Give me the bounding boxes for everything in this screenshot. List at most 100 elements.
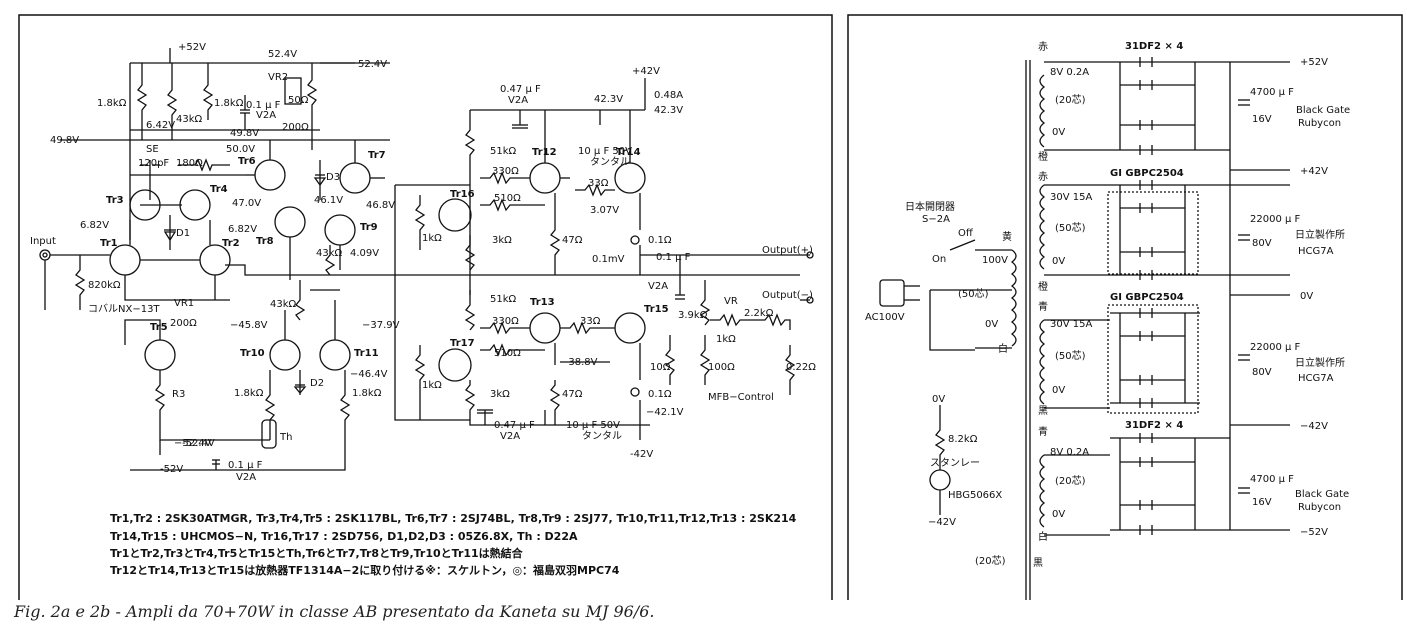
led-bottom: −42V (928, 517, 956, 528)
sec4-core: (20芯) (1055, 474, 1086, 487)
label-r10: 49.8V (50, 135, 79, 146)
tr10-label: Tr10 (240, 348, 265, 359)
out-minus52: −52V (1300, 527, 1328, 538)
primary-core: (50芯) (958, 287, 989, 300)
out-minus42: −42V (1300, 421, 1328, 432)
sec1-core: (20芯) (1055, 93, 1086, 106)
cap2-model: HCG7A (1298, 246, 1334, 257)
rail-plus52: +52V (178, 42, 206, 53)
label-r29: −45.8V (230, 320, 268, 331)
label-r48: 33Ω (588, 178, 609, 189)
label-r73: 0.1Ω (648, 389, 672, 400)
switch-label: 日本開閉器 (905, 200, 955, 213)
output-plus-label: Output(+) (762, 245, 813, 256)
label-r42: 0.48A (654, 90, 683, 101)
led-model: HBG5066X (948, 490, 1002, 501)
primary-100v: 100V (982, 255, 1008, 266)
output-minus-label: Output(−) (762, 290, 813, 301)
label-r32: D2 (310, 378, 324, 389)
bottom-core: (20芯) (975, 554, 1006, 567)
cap1-brand: Black Gate (1296, 105, 1350, 116)
cap4-maker: Rubycon (1298, 502, 1341, 513)
tr11-label: Tr11 (354, 348, 379, 359)
label-r60: VR (724, 296, 738, 307)
rail-52-4b: 52.4V (358, 59, 387, 70)
sec1-0v: 0V (1052, 127, 1065, 138)
label-r27: 200Ω (170, 318, 197, 329)
cap4-value: 4700 μ F (1250, 474, 1294, 485)
sec3-v: 30V 15A (1050, 319, 1092, 330)
label-r36: Th (279, 432, 292, 443)
tr8-label: Tr8 (256, 236, 274, 247)
switch-off: Off (958, 228, 974, 239)
tr14-label: Tr14 (616, 147, 641, 158)
label-r70: 0.22Ω (786, 362, 816, 373)
tr16-label: Tr16 (450, 189, 475, 200)
label-r30: −37.9V (362, 320, 400, 331)
label-r72: 47Ω (562, 389, 583, 400)
label-r16: D3 (326, 172, 340, 183)
cap2-v: 80V (1252, 238, 1272, 249)
power-supply-labels: 日本開閉器 S−2A On Off AC100V 100V 0V (50芯) 黄… (865, 41, 1350, 569)
label-r22: D1 (176, 228, 190, 239)
label-r64: 1kΩ (716, 334, 736, 345)
label-r71: 3kΩ (490, 389, 510, 400)
sec2-color-top: 赤 (1038, 171, 1048, 183)
schematic-canvas: +52V 52.4V 52.4V -52V -52.4V +42V -42V I… (18, 14, 1403, 600)
cap3-brand: 日立製作所 (1295, 356, 1345, 369)
label-r40: V2A (508, 95, 528, 106)
left-panel-frame (18, 14, 833, 600)
label-r33: 1.8kΩ (234, 388, 264, 399)
rail-52-4: 52.4V (268, 49, 297, 60)
led-top: 0V (932, 394, 945, 405)
label-r8: 50Ω (288, 95, 309, 106)
tr2-label: Tr2 (222, 238, 240, 249)
sec3-core: (50芯) (1055, 349, 1086, 362)
rail-minus52: -52V (160, 464, 183, 475)
label-r50: 3.07V (590, 205, 619, 216)
label-r37: 0.1 μ F (228, 460, 263, 471)
tr13-label: Tr13 (530, 297, 555, 308)
sec3-color-top: 青 (1038, 300, 1048, 313)
label-r65: 510Ω (494, 348, 521, 359)
right-panel-frame (847, 14, 1403, 600)
label-r12: SE (146, 144, 159, 155)
note-line-2: Tr14,Tr15 : UHCMOS−N, Tr16,Tr17 : 2SD756… (110, 530, 578, 543)
label-r3: 43kΩ (176, 114, 203, 125)
label-r1: 1.8kΩ (97, 98, 127, 109)
figure-caption: Fig. 2a e 2b - Ampli da 70+70W in classe… (14, 602, 655, 621)
label-r38: V2A (236, 472, 256, 483)
label-r9: 200Ω (282, 122, 309, 133)
sec2-core: (50芯) (1055, 221, 1086, 234)
label-r35: −46.4V (350, 369, 388, 380)
label-r23: 43kΩ (316, 248, 343, 259)
label-r17: 47.0V (232, 198, 261, 209)
label-r13: 50.0V (226, 144, 255, 155)
tr17-label: Tr17 (450, 338, 475, 349)
sec1-color-bottom: 橙 (1038, 150, 1048, 163)
sec1-color-top: 赤 (1038, 41, 1048, 53)
label-r46: タンタル (590, 156, 630, 168)
tr3-label: Tr3 (106, 195, 124, 206)
label-r26: VR1 (174, 298, 194, 309)
sec3-color-bottom: 黒 (1038, 405, 1048, 417)
label-r58: 51kΩ (490, 294, 517, 305)
amplifier-labels: +52V 52.4V 52.4V -52V -52.4V +42V -42V I… (30, 42, 816, 483)
cap1-value: 4700 μ F (1250, 87, 1294, 98)
out-plus52: +52V (1300, 57, 1328, 68)
tr4-label: Tr4 (210, 184, 228, 195)
out-plus42: +42V (1300, 166, 1328, 177)
sec2-v: 30V 15A (1050, 192, 1092, 203)
rail-minus42: -42V (630, 449, 653, 460)
sec4-0v: 0V (1052, 509, 1065, 520)
label-r39: 0.47 μ F (500, 84, 541, 95)
label-r49: 510Ω (494, 193, 521, 204)
out-0v: 0V (1300, 291, 1313, 302)
tr5-label: Tr5 (150, 322, 168, 333)
bridge2-label: GI GBPC2504 (1110, 292, 1184, 303)
diode1-label: 31DF2 × 4 (1125, 41, 1183, 52)
sec1-v: 8V 0.2A (1050, 67, 1089, 78)
label-r28: 43kΩ (270, 299, 297, 310)
bottom-color: 黒 (1033, 557, 1043, 569)
tr6-label: Tr6 (238, 156, 256, 167)
